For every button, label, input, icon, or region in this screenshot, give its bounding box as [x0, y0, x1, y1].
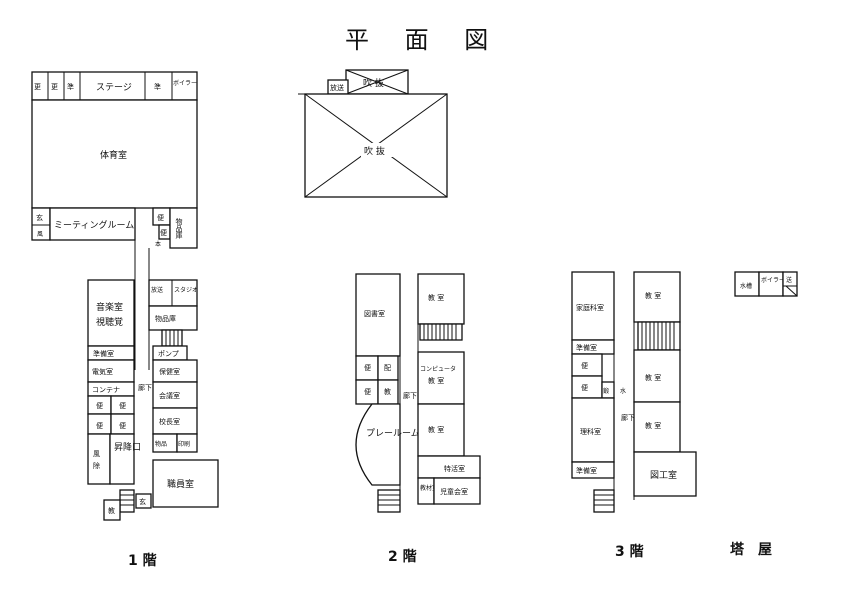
- room-health: 保健室: [159, 367, 180, 376]
- roof-tank: 水槽: [740, 282, 752, 290]
- room2-special: 特活室: [444, 464, 465, 473]
- room2-ben: 便: [364, 363, 371, 372]
- room2-classroom2: 教 室: [428, 376, 444, 385]
- void-upper-label: 吹 抜: [363, 77, 384, 89]
- room-storage1: 物品庫: [175, 217, 183, 240]
- floor3-plan: 家庭科室 教 室 準備室 便 便 鍛 水 教 室 廊下 理科室: [571, 271, 697, 513]
- room-av: 視聴覚: [96, 316, 123, 328]
- room-stage: ステージ: [96, 82, 132, 93]
- room-storage2: 物品庫: [155, 314, 176, 323]
- f3-stairs: [637, 321, 681, 351]
- room-ben1: 便: [157, 213, 164, 222]
- roof-plan: 水槽 ボイラー 送: [734, 271, 798, 297]
- room-print: 印刷: [178, 440, 190, 448]
- void-broadcast-label: 放送: [330, 83, 344, 92]
- room-conference: 会議室: [159, 391, 180, 400]
- plan-title: 平 面 図: [345, 26, 502, 54]
- room-ben4: 便: [119, 401, 126, 410]
- room3-ben2: 便: [581, 383, 588, 392]
- room-jun-top2: 準: [154, 82, 161, 91]
- room-ben2: 便: [160, 228, 167, 237]
- room-meeting: ミーティングルーム: [54, 219, 134, 231]
- room-boiler: ボイラー: [173, 79, 197, 87]
- room-jo2: 除: [93, 461, 100, 470]
- room3-prep2: 準備室: [576, 466, 597, 475]
- room2-kyo: 教: [384, 387, 391, 396]
- roof-stair: 送: [786, 276, 792, 284]
- void-plan: 放送 吹 抜 吹 抜: [298, 69, 448, 198]
- room3-classroom2: 教 室: [645, 373, 661, 382]
- room3-home: 家庭科室: [576, 303, 604, 312]
- room-goods: 物品: [155, 440, 167, 448]
- room-fu: 風: [37, 231, 43, 238]
- roof-boiler: ボイラー: [761, 276, 785, 284]
- room-fu2: 風: [93, 450, 100, 458]
- floor2-plan: 図書室 教 室 コンピュータ 教 室 便 配 便 教 廊下 プレールーム: [355, 273, 481, 513]
- room2-hai: 配: [384, 364, 391, 372]
- room3-classroom1: 教 室: [645, 291, 661, 300]
- room-sara1: 更: [34, 83, 41, 91]
- f1-stairs-lower: [119, 489, 135, 513]
- room-elevator: 昇降口: [114, 441, 141, 453]
- room-ben5: 便: [96, 421, 103, 430]
- room-corridor: 廊下: [138, 383, 152, 392]
- room-studio: スタジオ: [174, 286, 198, 294]
- room-hon: 本: [155, 240, 161, 248]
- room-music: 音楽室: [96, 301, 123, 313]
- room-staff: 職員室: [167, 478, 194, 490]
- room3-ben1: 便: [581, 361, 588, 370]
- room-gym-box: [31, 99, 198, 209]
- room-ben6: 便: [119, 421, 126, 430]
- room2-classroom3: 教 室: [428, 425, 444, 434]
- room-sara2: 更: [51, 83, 58, 91]
- void-main-label: 吹 抜: [364, 145, 385, 157]
- room-container: コンテナ: [92, 386, 120, 394]
- floor-label-3: 3 階: [615, 543, 644, 560]
- room-gen: 玄: [36, 213, 43, 222]
- room3-classroom3: 教 室: [645, 421, 661, 430]
- room-pump: ポンプ: [158, 350, 179, 358]
- room2-computer: コンピュータ: [420, 365, 456, 373]
- room-broadcast: 放送: [151, 286, 163, 294]
- floor-label-1: 1 階: [128, 552, 157, 569]
- room3-prep1: 準備室: [576, 343, 597, 352]
- room-jun-top: 準: [67, 82, 74, 91]
- room2-classroom1: 教 室: [428, 293, 444, 302]
- room-gym: 体育室: [100, 149, 127, 161]
- room-gen2: 玄: [139, 497, 146, 506]
- room2-material: 教材室: [420, 484, 438, 492]
- room-electric: 電気室: [92, 367, 113, 376]
- room2-play: プレールーム: [366, 428, 420, 439]
- room-prep: 準備室: [93, 349, 114, 358]
- room2-ben2: 便: [364, 387, 371, 396]
- f2-stairs: [419, 323, 463, 341]
- f3-stairs-lower: [593, 489, 615, 513]
- floor1-plan: 更 更 準 ステージ 準 ボイラー 体育室 玄 風 ミーティングルーム 便 便 …: [31, 71, 219, 521]
- room3-water: 水: [620, 387, 626, 395]
- room3-craft: 図工室: [650, 469, 677, 481]
- room2-library: 図書室: [364, 309, 385, 318]
- room3-science: 理科室: [580, 427, 601, 436]
- room3-corridor: 廊下: [621, 413, 635, 422]
- room3-syo: 鍛: [603, 387, 609, 395]
- f1-stairs-upper: [161, 329, 183, 347]
- floor-label-2: 2 階: [388, 548, 417, 565]
- room-kyo: 教: [108, 506, 115, 515]
- room-principal: 校長室: [159, 417, 180, 426]
- f2-stairs-lower: [377, 489, 401, 513]
- floor-label-roof: 塔 屋: [730, 541, 772, 558]
- room2-corridor: 廊下: [403, 391, 417, 400]
- room2-children: 児童会室: [440, 487, 468, 496]
- room-ben3: 便: [96, 401, 103, 410]
